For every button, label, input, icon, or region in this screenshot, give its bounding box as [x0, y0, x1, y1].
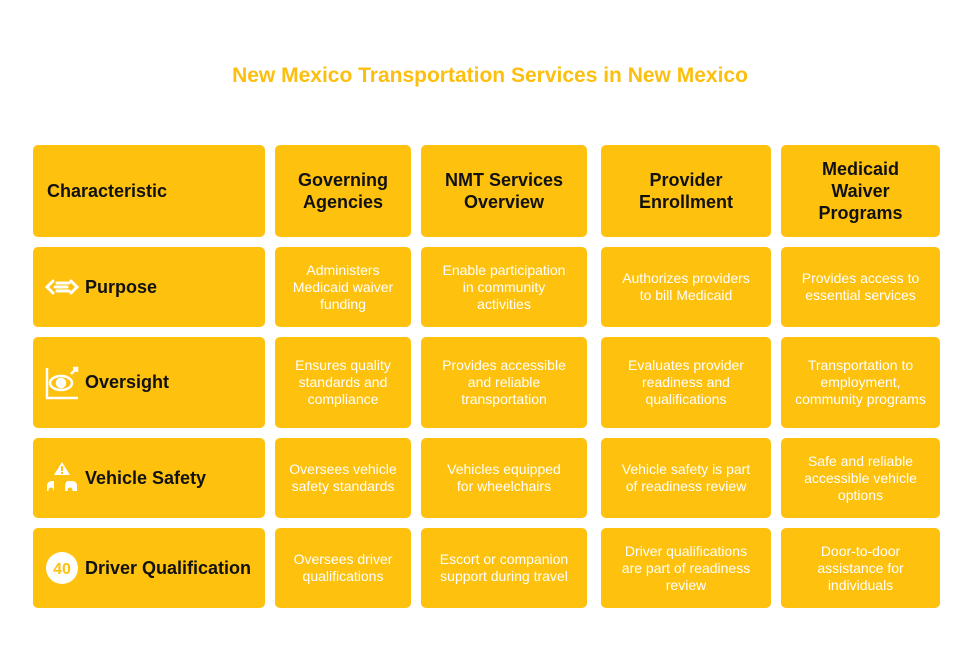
header-medicaid-waiver: Medicaid Waiver Programs	[781, 145, 940, 237]
header-governing-agencies: Governing Agencies	[275, 145, 411, 237]
table-cell: Enable participation in community activi…	[421, 247, 587, 327]
row-label: Oversight	[85, 372, 170, 392]
table-cell: Escort or companion support during trave…	[421, 528, 587, 608]
table-cell: Driver qualifications are part of readin…	[601, 528, 771, 608]
row-header-driver-qualification: 40 Driver Qualification	[33, 528, 265, 608]
table-cell: Evaluates provider readiness and qualifi…	[601, 337, 771, 428]
table-cell: Provides access to essential services	[781, 247, 940, 327]
eye-chart-icon	[45, 366, 79, 400]
table-cell: Authorizes providers to bill Medicaid	[601, 247, 771, 327]
table-cell: Oversees vehicle safety standards	[275, 438, 411, 518]
header-provider-enrollment: Provider Enrollment	[601, 145, 771, 237]
page-title: New Mexico Transportation Services in Ne…	[232, 64, 748, 87]
row-header-vehicle-safety: Vehicle Safety	[33, 438, 265, 518]
table-cell: Vehicles equipped for wheelchairs	[421, 438, 587, 518]
table-cell: Ensures quality standards and compliance	[275, 337, 411, 428]
row-label: Vehicle Safety	[85, 467, 207, 488]
speed-limit-icon: 40	[45, 551, 79, 585]
car-warning-icon	[45, 461, 79, 495]
speed-limit-text: 40	[53, 561, 71, 578]
row-header-oversight: Oversight	[33, 337, 265, 428]
row-label: Driver Qualification	[85, 557, 252, 578]
table-cell: Safe and reliable accessible vehicle opt…	[781, 438, 940, 518]
header-nmt-services: NMT Services Overview	[421, 145, 587, 237]
table-cell: Administers Medicaid waiver funding	[275, 247, 411, 327]
row-label: Purpose	[85, 276, 158, 297]
table-cell: Transportation to employment, community …	[781, 337, 940, 428]
table-cell: Provides accessible and reliable transpo…	[421, 337, 587, 428]
table-cell: Oversees driver qualifications	[275, 528, 411, 608]
arrows-icon	[45, 270, 79, 304]
header-characteristic: Characteristic	[33, 145, 265, 237]
table-cell: Vehicle safety is part of readiness revi…	[601, 438, 771, 518]
table-cell: Door-to-door assistance for individuals	[781, 528, 940, 608]
row-header-purpose: Purpose	[33, 247, 265, 327]
